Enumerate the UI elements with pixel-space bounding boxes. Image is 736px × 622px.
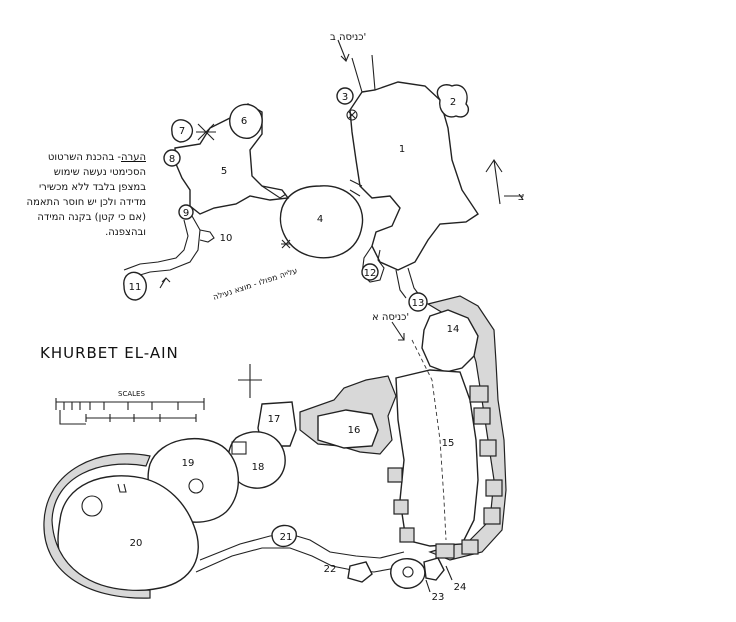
room-7 (171, 119, 194, 143)
room-3-niche (346, 109, 358, 121)
room-2 (436, 84, 470, 118)
label-room-21: 21 (280, 532, 293, 543)
tunnel-5-4 (261, 185, 287, 199)
room-14 (421, 309, 479, 373)
survey-note: הערה- בהכנת השרטוט הסכימטי נעשה שימוש במ… (26, 150, 146, 240)
label-room-6: 6 (241, 116, 247, 127)
room-9 (178, 204, 194, 220)
label-room-16: 16 (348, 425, 361, 436)
tunnel-1-4 (349, 179, 363, 197)
room-11 (123, 271, 147, 301)
scale-bar (55, 398, 205, 425)
label-room-11: 11 (129, 282, 142, 293)
room-21 (271, 524, 297, 548)
survey-cross-icon (238, 364, 262, 398)
scale-label: SCALES (118, 390, 145, 398)
label-room-13: 13 (412, 298, 425, 309)
entrance-b-arrow (337, 39, 347, 61)
label-room-5: 5 (221, 166, 227, 177)
room-20-mark (117, 483, 127, 493)
label-room-24: 24 (454, 582, 467, 593)
label-entrance-b: כניסה ב' (330, 32, 366, 43)
rock-mass-west (43, 453, 151, 599)
label-room-19: 19 (182, 458, 195, 469)
label-room-14: 14 (447, 324, 460, 335)
label-room-15: 15 (442, 438, 455, 449)
label-room-17: 17 (268, 414, 281, 425)
entrance-b-shaft (351, 54, 376, 93)
site-title: KHURBET EL-AIN (40, 344, 179, 362)
label-room-23: 23 (432, 592, 445, 603)
room-23-pit (402, 566, 414, 578)
label-room-3: 3 (342, 92, 348, 103)
room-3-mark (348, 111, 356, 119)
passage-arrow (159, 277, 171, 289)
rock-mass-east (426, 295, 507, 561)
entrance-a-arrow (391, 321, 405, 341)
passage-21-22 (195, 533, 405, 573)
label-room-10: 10 (220, 233, 233, 244)
room-12-outline (361, 245, 385, 283)
room-18 (227, 431, 286, 489)
label-room-18: 18 (252, 462, 265, 473)
hall-niches (387, 385, 503, 559)
room-12 (361, 263, 379, 281)
room-23 (390, 558, 426, 589)
label-room-12: 12 (364, 268, 377, 279)
room-19-pit (188, 478, 204, 494)
label-room-9: 9 (183, 208, 189, 219)
room-15 (395, 369, 479, 547)
label-room-2: 2 (450, 97, 456, 108)
room-16 (317, 409, 379, 449)
room-10 (199, 229, 215, 243)
room-18-niche (231, 441, 247, 455)
room-13 (408, 292, 428, 312)
label-entrance-a: כניסה א' (372, 312, 409, 323)
note-text: - בהכנת השרטוט הסכימטי נעשה שימוש במצפן … (26, 152, 146, 238)
north-arrow-icon (485, 159, 503, 205)
room-20-pit (81, 495, 103, 517)
room-3 (336, 87, 354, 105)
label-room-22: 22 (324, 564, 337, 575)
north-letter: צ (518, 190, 525, 203)
room-4-mark (281, 239, 291, 249)
label-room-8: 8 (169, 154, 175, 165)
label-room-7: 7 (179, 126, 185, 137)
room-22 (347, 561, 373, 583)
room-24 (423, 557, 445, 581)
room-8 (163, 149, 181, 167)
label-room-1: 1 (399, 144, 405, 155)
room-5-mark (196, 123, 216, 141)
room-23-24-leaders (425, 565, 453, 593)
label-room-4: 4 (317, 214, 323, 225)
passage-label: עלייה מפולו - מוצא נעילה (212, 266, 299, 302)
entrance-b-arrowhead (340, 53, 350, 62)
label-room-20: 20 (130, 538, 143, 549)
room-6 (229, 103, 263, 139)
note-heading: הערה (121, 152, 146, 163)
hall-axis-line (411, 339, 447, 541)
